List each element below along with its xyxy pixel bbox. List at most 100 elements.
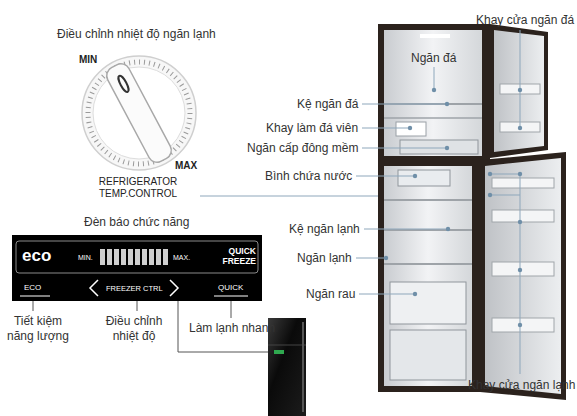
leader-dot [518,323,522,327]
fridge-shelf [384,199,472,201]
part-label: Khay cửa ngăn lạnh [468,378,575,392]
knob-bar [104,61,175,166]
door-bin [492,318,554,332]
leader-line [364,229,448,230]
refrigerator-photo [378,24,566,400]
door-gap [268,345,306,346]
crisper-drawer [390,282,466,324]
door-bin [492,210,554,222]
level-bar [121,249,126,265]
bottom-drawer [390,330,466,380]
leader-line [490,195,520,196]
leader-line [33,301,34,311]
leader-dots [384,88,522,327]
left-arrow-button [90,280,98,296]
level-bar [163,249,168,265]
panel-text: FREEZER CTRL [106,284,163,293]
part-label: REFRIGERATOR TEMP.CONTROL [86,176,190,200]
leader-dot [413,174,417,178]
panel-text: ECO [24,283,41,293]
leader-line [137,301,138,311]
door-bin [492,178,554,188]
leader-dot [446,227,450,231]
leader-line [356,258,386,259]
panel-text: MAX. [173,253,190,262]
display-light [274,350,284,354]
fridge-interior [384,166,472,386]
freezer-lamp [420,34,450,38]
leader-line [362,104,447,105]
part-label: Kệ ngăn lạnh [289,222,360,236]
fridge-cabinet [378,160,480,392]
level-bar [142,249,147,265]
part-label: Khay cửa ngăn đá [476,13,574,27]
freezer-cabinet [378,24,490,160]
water-tank [398,170,450,186]
fridge-door [485,158,561,394]
part-label: Điều chỉnh nhiệt độ [101,314,167,344]
leader-dot [518,220,522,224]
dial-face [82,56,196,170]
knob-pointer [117,75,131,94]
part-label: Ngăn lạnh [297,251,352,265]
door-bin [492,262,554,276]
part-label: Kệ ngăn đá [297,97,358,111]
leader-line [434,67,435,90]
level-bar [149,249,154,265]
level-bar [114,249,119,265]
leader-line [356,176,415,177]
button-underline [214,296,248,297]
part-label: Ngăn cấp đông mềm [247,141,358,155]
fridge-shelf [384,263,472,265]
part-label: Điều chỉnh nhiệt độ ngăn lạnh [57,27,216,41]
leader-dot [384,256,388,260]
part-label: Khay làm đá viên [266,121,358,135]
part-label: MAX [175,160,197,172]
leader-lines [356,30,520,374]
leader-dot [408,126,412,130]
leader-dot [518,126,522,130]
leader-line [520,174,521,374]
panel-text: QUICK [218,283,243,293]
level-bar [100,249,105,265]
leader-line [490,174,520,175]
part-label: Đèn báo chức năng [84,215,189,229]
ice-tray [396,122,426,136]
display-frame [16,241,258,273]
part-label: Tiết kiệm năng lượng [2,314,74,344]
leader-dot [518,268,522,272]
leader-dot [488,172,492,176]
part-label: Bình chứa nước [265,169,352,183]
leader-line [362,128,410,129]
level-bar [128,249,133,265]
freezer-door [494,30,544,152]
leader-dot [488,193,492,197]
part-label: Làm lạnh nhanh [189,321,275,335]
level-bar [156,249,161,265]
leader-line [520,30,521,128]
temperature-dial [82,56,196,170]
leader-line [231,301,232,318]
freezer-interior [384,30,482,156]
leader-dot [432,88,436,92]
leader-dot [518,88,522,92]
part-label: Ngăn đá [411,51,456,65]
leader-dot [445,102,449,106]
freezer-door-edge [490,24,548,158]
freezer-shelf [384,117,482,119]
panel-background [12,235,262,301]
dial-knob [104,61,175,166]
button-underline [20,296,50,297]
part-label: MIN [79,54,97,66]
panel-text: eco [22,247,51,265]
display-panel: eco MIN. MAX. QUICK FREEZE ECO FREEZER CTRL QU… [12,235,262,301]
handle [302,322,304,412]
leader-line [359,294,415,295]
fridge-door-edge [480,152,566,400]
panel-text: MIN. [78,253,93,262]
leader-dot [445,146,449,150]
panel-text: QUICK FREEZE [212,246,256,266]
right-arrow-button [170,280,178,296]
leader-dot [518,172,522,176]
